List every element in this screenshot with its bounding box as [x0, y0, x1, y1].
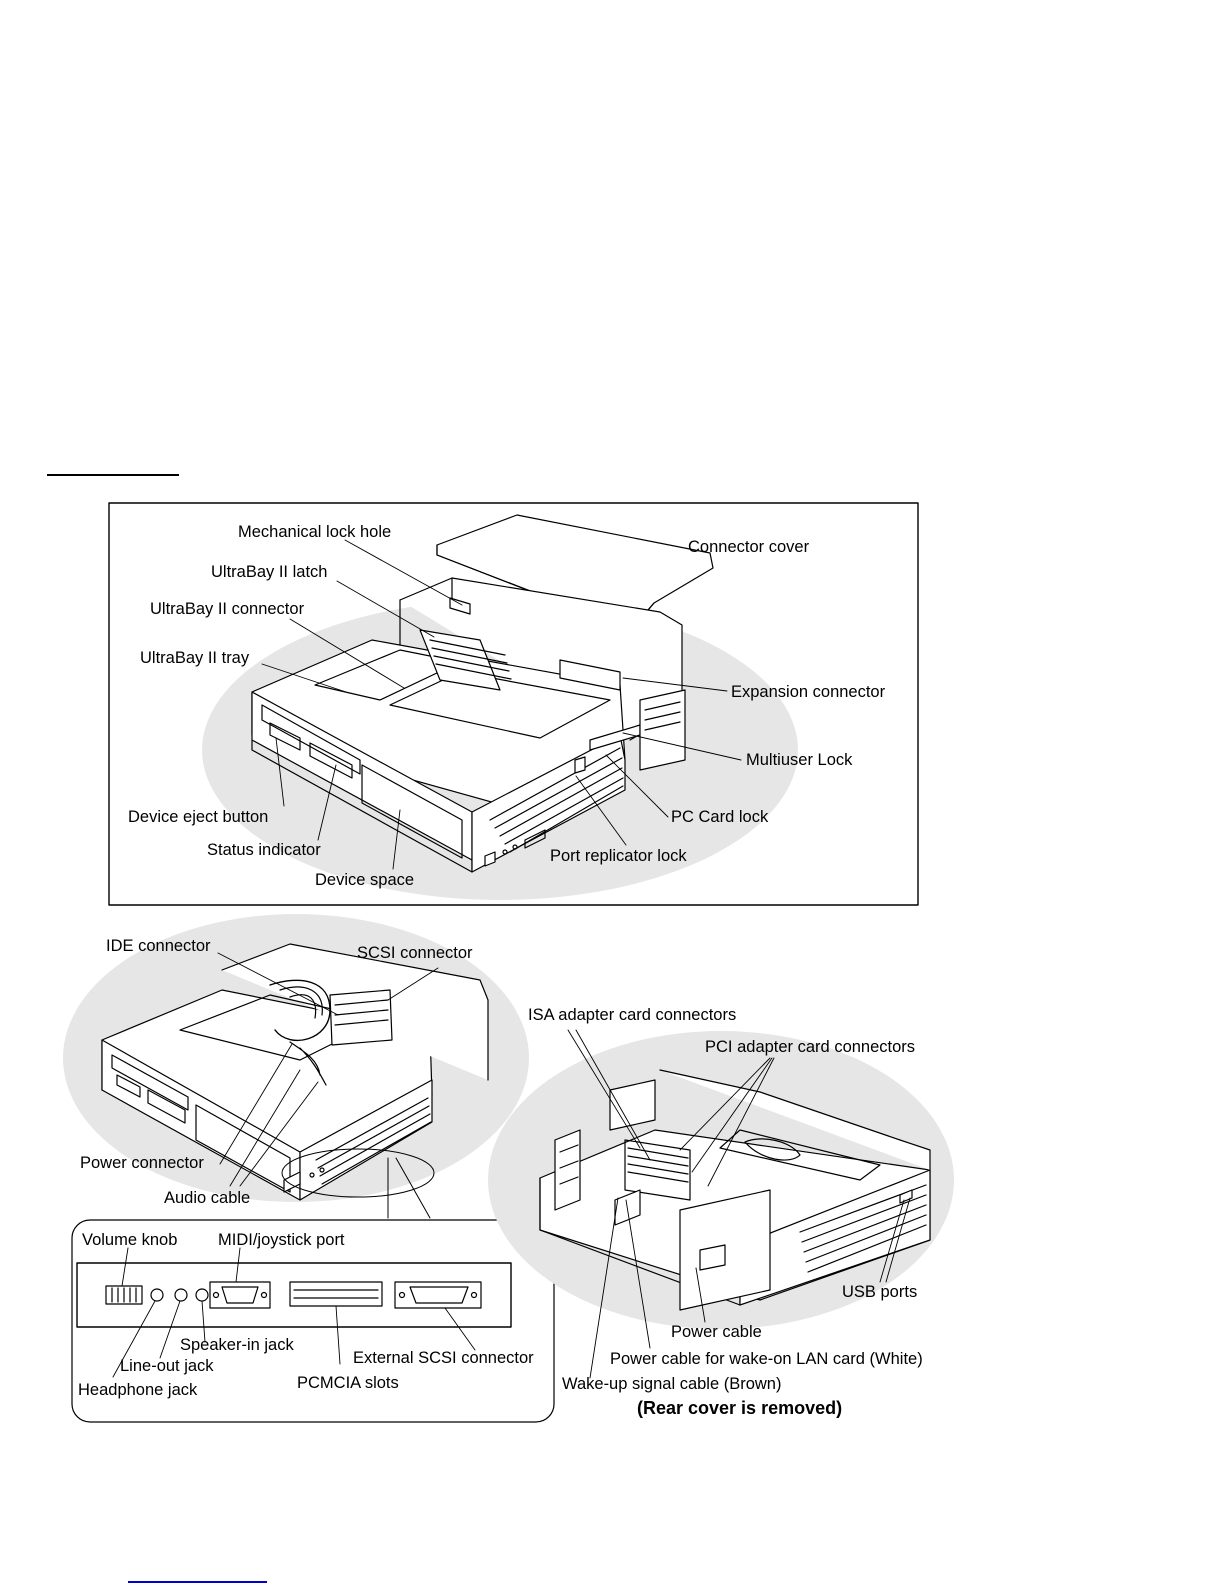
footer-link-rule[interactable]	[128, 1581, 267, 1583]
left-figure-leaders	[217, 952, 439, 1187]
docking-station-top-view	[251, 514, 714, 873]
section-rule	[47, 474, 179, 476]
label-power-connector: Power connector	[80, 1154, 204, 1172]
label-ide-connector: IDE connector	[106, 937, 211, 955]
right-figure-leaders	[567, 1029, 911, 1379]
label-line-out-jack: Line-out jack	[120, 1357, 214, 1375]
label-volume-knob: Volume knob	[82, 1231, 178, 1249]
inset-frame	[71, 1219, 555, 1423]
label-device-space: Device space	[315, 871, 415, 889]
label-ultrabay-latch: UltraBay II latch	[211, 563, 328, 581]
label-headphone-jack: Headphone jack	[78, 1381, 198, 1399]
label-status-indicator: Status indicator	[207, 841, 321, 859]
inset-callout-ring	[281, 1148, 435, 1198]
label-pcmcia-slots: PCMCIA slots	[297, 1374, 399, 1392]
docking-station-cabled-view	[101, 943, 489, 1201]
label-midi-joystick-port: MIDI/joystick port	[218, 1231, 345, 1249]
label-scsi-connector: SCSI connector	[357, 944, 473, 962]
label-mechanical-lock-hole: Mechanical lock hole	[238, 523, 392, 541]
label-usb-ports: USB ports	[842, 1283, 918, 1301]
docking-station-open-rear-view	[539, 1069, 931, 1311]
label-ultrabay-connector: UltraBay II connector	[150, 600, 305, 618]
label-wake-up-cable: Wake-up signal cable (Brown)	[562, 1375, 782, 1393]
label-port-replicator-lock: Port replicator lock	[550, 847, 687, 865]
label-expansion-connector: Expansion connector	[731, 683, 886, 701]
label-rear-cover-note: (Rear cover is removed)	[637, 1398, 843, 1418]
top-figure-frame	[108, 502, 919, 906]
label-speaker-in-jack: Speaker-in jack	[180, 1336, 294, 1354]
label-connector-cover: Connector cover	[688, 538, 810, 556]
label-ultrabay-tray: UltraBay II tray	[140, 649, 250, 667]
label-pc-card-lock: PC Card lock	[671, 808, 769, 826]
label-isa-connectors: ISA adapter card connectors	[528, 1006, 737, 1024]
label-audio-cable: Audio cable	[164, 1189, 251, 1207]
label-multiuser-lock: Multiuser Lock	[746, 751, 853, 769]
label-device-eject-button: Device eject button	[128, 808, 269, 826]
label-power-cable: Power cable	[671, 1323, 762, 1341]
top-figure-leaders	[261, 539, 742, 870]
label-pci-connectors: PCI adapter card connectors	[705, 1038, 916, 1056]
inset-leaders	[112, 1247, 476, 1378]
label-power-cable-wol: Power cable for wake-on LAN card (White)	[610, 1350, 923, 1368]
label-external-scsi-connector: External SCSI connector	[353, 1349, 534, 1367]
